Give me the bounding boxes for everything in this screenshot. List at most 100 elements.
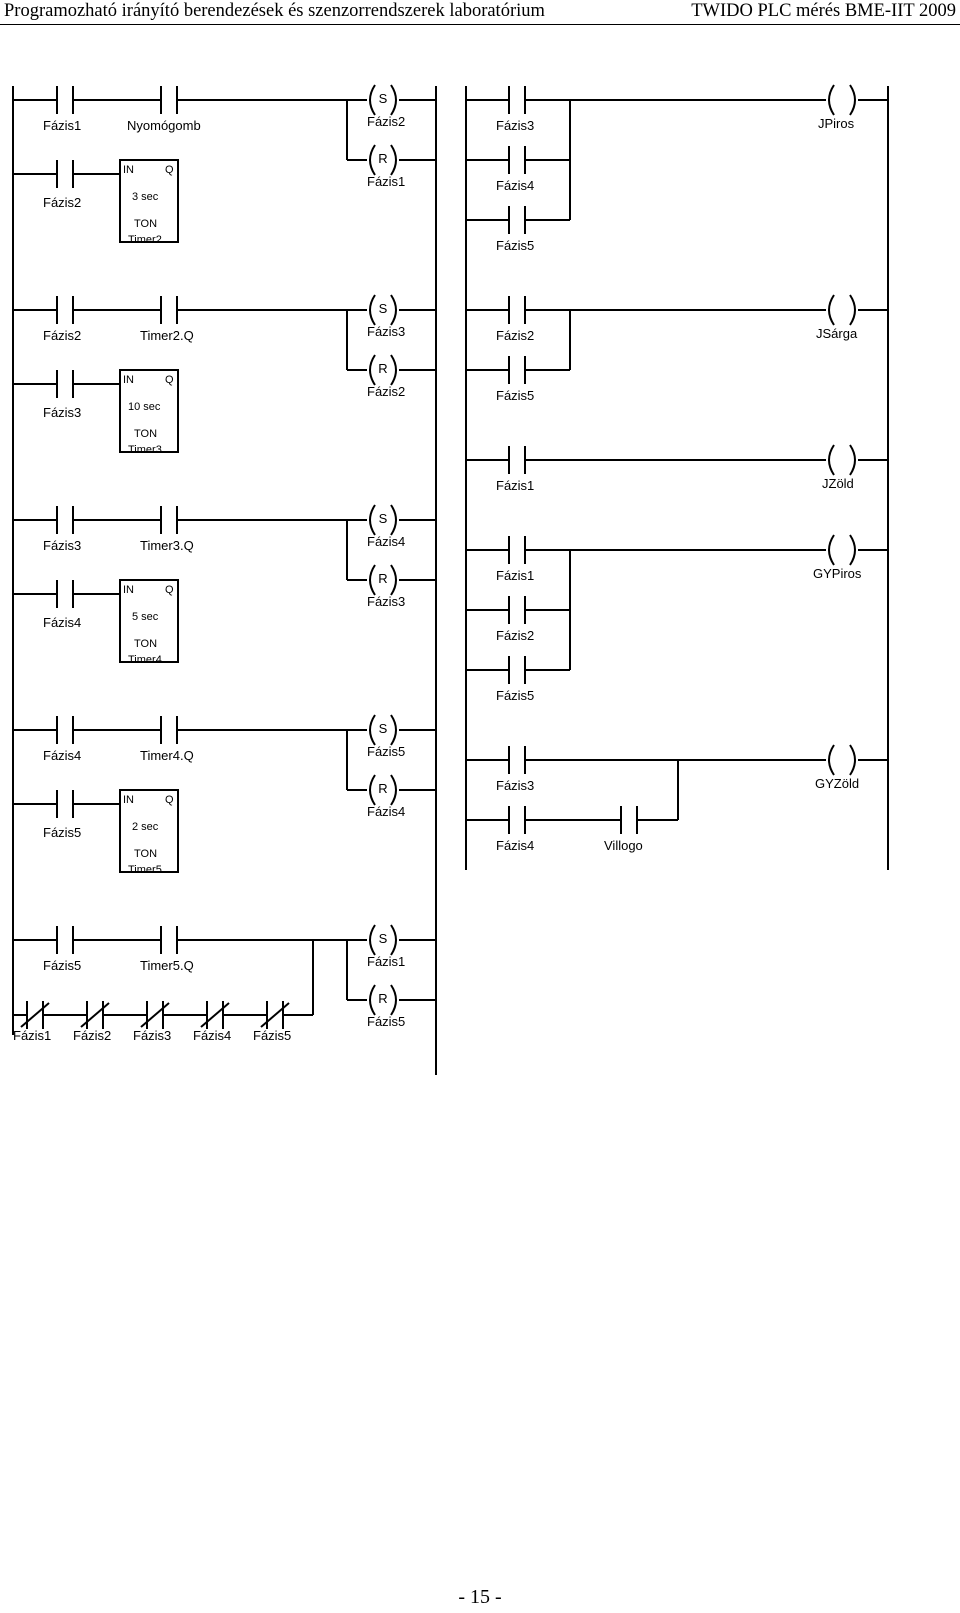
- left-rung-5: Fázis5 Timer5.Q Fázis1 Fázis2 Fázis3 Fáz…: [13, 931, 405, 1043]
- header-rule: [0, 24, 960, 25]
- header-right-text: TWIDO PLC mérés BME-IIT 2009: [691, 1, 956, 21]
- coil-arc: [369, 294, 376, 326]
- page-header: Programozható irányító berendezések és s…: [0, 0, 960, 25]
- coil-symbol: [828, 534, 856, 566]
- contact-label: Fázis4: [496, 838, 534, 853]
- contact-label: Timer2.Q: [140, 328, 194, 343]
- contact-slash: [140, 1002, 170, 1028]
- reset-coil-letter: R: [378, 571, 387, 586]
- coil-arc: [390, 84, 397, 116]
- no-contact: [508, 596, 526, 624]
- left-rung-wiring: [13, 504, 436, 663]
- coil-arc: [828, 744, 835, 776]
- coil-label: Fázis4: [367, 534, 405, 549]
- timer-in-label: IN: [123, 374, 134, 386]
- contact-slash: [80, 1002, 110, 1028]
- no-contact: [56, 370, 74, 398]
- coil-label: Fázis4: [367, 804, 405, 819]
- contact-label: Fázis5: [43, 958, 81, 973]
- timer-in-label: IN: [123, 164, 134, 176]
- coil-symbol: [369, 774, 397, 806]
- no-contact: [56, 926, 74, 954]
- right-rung-wiring: [465, 294, 888, 384]
- timer-q-label: Q: [165, 164, 174, 176]
- coil-arc: [369, 504, 376, 536]
- no-contact: [508, 296, 526, 324]
- right-rung-5: Fázis3 Fázis4 Villogo GYZöld: [496, 776, 859, 853]
- no-contact: [508, 536, 526, 564]
- coil-arc: [828, 84, 835, 116]
- coil-arc: [849, 84, 856, 116]
- no-contact: [508, 86, 526, 114]
- left-rung-1: Fázis1 Nyomógomb Fázis2 IN Q 3 sec TON T…: [43, 91, 405, 246]
- no-contact: [56, 506, 74, 534]
- coil-arc: [828, 294, 835, 326]
- contact-label: Fázis1: [43, 118, 81, 133]
- coil-arc: [828, 534, 835, 566]
- coil-arc: [390, 714, 397, 746]
- timer-preset: 3 sec: [132, 191, 159, 203]
- contact-label: Fázis4: [43, 748, 81, 763]
- no-contact: [508, 656, 526, 684]
- coil-arc: [369, 354, 376, 386]
- coil-symbol: [369, 504, 397, 536]
- coil-symbol: [369, 714, 397, 746]
- coil-symbol: [369, 564, 397, 596]
- no-contact: [160, 716, 178, 744]
- contact-slash: [200, 1002, 230, 1028]
- timer-preset: 10 sec: [128, 401, 161, 413]
- coil-symbol: [369, 924, 397, 956]
- timer-in-label: IN: [123, 794, 134, 806]
- no-contact: [508, 746, 526, 774]
- coil-arc: [849, 744, 856, 776]
- contact-label: Fázis4: [496, 178, 534, 193]
- timer-name: Timer4: [128, 654, 162, 666]
- no-contact: [508, 356, 526, 384]
- header-title: Programozható irányító berendezések és s…: [4, 1, 545, 21]
- coil-symbol: [828, 744, 856, 776]
- coil-label: Fázis5: [367, 744, 405, 759]
- coil-arc: [369, 984, 376, 1016]
- output-coil-label: GYZöld: [815, 776, 859, 791]
- coil-arc: [390, 984, 397, 1016]
- contact-label: Villogo: [604, 838, 643, 853]
- timer-type: TON: [134, 428, 157, 440]
- contact-label: Timer5.Q: [140, 958, 194, 973]
- coil-label: Fázis3: [367, 594, 405, 609]
- timer-preset: 2 sec: [132, 821, 159, 833]
- coil-arc: [369, 144, 376, 176]
- contact-label: Fázis5: [43, 825, 81, 840]
- timer-name: Timer2: [128, 234, 162, 246]
- right-rung-wiring: [465, 84, 888, 234]
- timer-q-label: Q: [165, 584, 174, 596]
- timer-type: TON: [134, 848, 157, 860]
- timer-in-label: IN: [123, 584, 134, 596]
- set-coil-letter: S: [379, 511, 388, 526]
- no-contact: [56, 580, 74, 608]
- coil-symbol: [369, 294, 397, 326]
- coil-label: Fázis1: [367, 174, 405, 189]
- contact-slash: [20, 1002, 50, 1028]
- nc-contact-label: Fázis3: [133, 1028, 171, 1043]
- page-number: - 15 -: [458, 1586, 502, 1608]
- right-rung-wiring: [465, 744, 888, 834]
- contact-label: Timer4.Q: [140, 748, 194, 763]
- set-coil-letter: S: [379, 931, 388, 946]
- timer-block: [119, 369, 179, 453]
- set-coil-letter: S: [379, 301, 388, 316]
- coil-label: Fázis5: [367, 1014, 405, 1029]
- timer-name: Timer3: [128, 444, 162, 456]
- contact-label: Fázis3: [496, 778, 534, 793]
- right-rung-wiring: [465, 534, 888, 684]
- contact-label: Fázis3: [496, 118, 534, 133]
- right-rung-2: Fázis2 Fázis5 JSárga: [496, 326, 858, 403]
- coil-symbol: [828, 294, 856, 326]
- reset-coil-letter: R: [378, 991, 387, 1006]
- left-rung-4: Fázis4 Timer4.Q Fázis5 IN Q 2 sec TON Ti…: [43, 721, 405, 876]
- coil-label: Fázis2: [367, 114, 405, 129]
- timer-type: TON: [134, 638, 157, 650]
- contact-label: Fázis4: [43, 615, 81, 630]
- no-contact: [56, 296, 74, 324]
- nc-contact-label: Fázis1: [13, 1028, 51, 1043]
- coil-symbol: [369, 354, 397, 386]
